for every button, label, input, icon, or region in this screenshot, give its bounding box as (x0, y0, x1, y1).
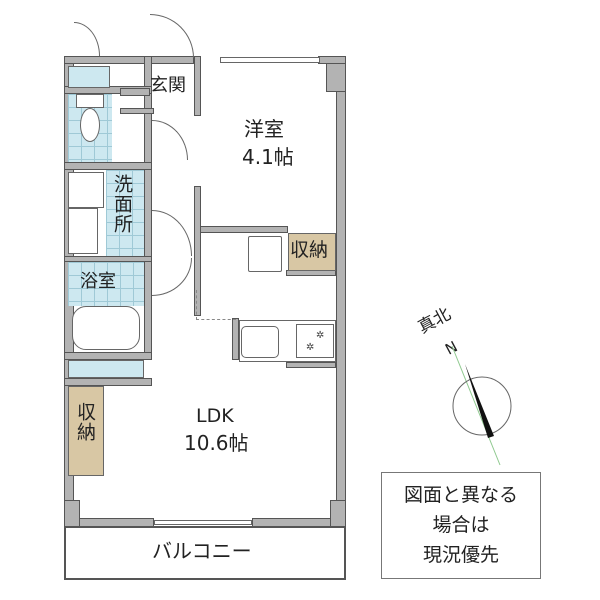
compass-true-north-label: 真北 (414, 304, 455, 338)
label-balcony: バルコニー (152, 539, 252, 563)
wall-kitchen-left (232, 318, 239, 360)
bathroom-floor (68, 262, 144, 306)
label-western-room-size: 4.1帖 (242, 145, 294, 169)
wall-hall-right (194, 186, 201, 316)
label-washroom: 洗面所 (111, 174, 133, 234)
label-ldk-size: 10.6帖 (184, 431, 249, 455)
door-swing-hall (152, 258, 192, 296)
label-bathroom: 浴室 (80, 271, 116, 292)
bath-shelf (68, 360, 144, 378)
label-western-room-name: 洋室 (244, 117, 284, 141)
wall-wet-column-right (144, 56, 152, 356)
notice-line-3: 現況優先 (422, 544, 499, 566)
door-swing-toilet-outer (74, 22, 100, 56)
burner-icon: ✲ (316, 330, 325, 341)
wall-entrance-right (194, 56, 201, 116)
door-swing-toilet (152, 120, 188, 160)
burner-icon: ✲ (306, 342, 315, 353)
hall-opening-dashed (196, 290, 236, 320)
notice-box: 図面と異なる 場合は 現況優先 (381, 472, 541, 579)
wall-toilet-bottom (64, 162, 152, 170)
door-swing-washroom (152, 210, 192, 256)
window-western-room (220, 57, 320, 63)
wall-washroom-bottom (64, 256, 152, 262)
washroom-floor (106, 170, 144, 256)
kitchen-sink (241, 326, 279, 358)
wash-basin (68, 208, 98, 254)
wall-bath-bottom (64, 352, 152, 360)
wall-entrance-bottom (120, 108, 154, 114)
outer-wall-top-right (318, 56, 346, 64)
toilet-tank (76, 94, 104, 108)
pillar-bottom-right (330, 500, 346, 527)
wall-western-bottom (194, 226, 288, 233)
bathtub (72, 306, 140, 350)
label-closet-ldk: 収納 (74, 402, 96, 442)
outer-wall-right (336, 56, 346, 526)
notice-line-1: 図面と異なる (403, 484, 518, 506)
wall-kitchen-right-stub (286, 362, 336, 368)
refrigerator-space (248, 236, 282, 272)
toilet-bowl (80, 108, 100, 142)
notice-line-2: 場合は (432, 514, 490, 536)
closet-ldk (68, 386, 104, 476)
stove (296, 324, 334, 358)
window-balcony (154, 520, 252, 525)
washing-machine-area (68, 172, 104, 208)
balcony (64, 526, 346, 580)
label-closet-western: 収納 (290, 239, 329, 261)
pillar-bottom-left (64, 500, 80, 527)
closet-western (288, 233, 336, 271)
label-entrance: 玄関 (150, 75, 186, 96)
toilet-top-shelf (68, 66, 110, 88)
wall-shoebox (120, 88, 150, 96)
outer-wall-top-left (64, 56, 194, 64)
door-swing-entrance (150, 14, 194, 58)
label-ldk-name: LDK (196, 405, 234, 427)
compass-icon (451, 345, 512, 466)
wall-storage-bottom (64, 378, 152, 386)
